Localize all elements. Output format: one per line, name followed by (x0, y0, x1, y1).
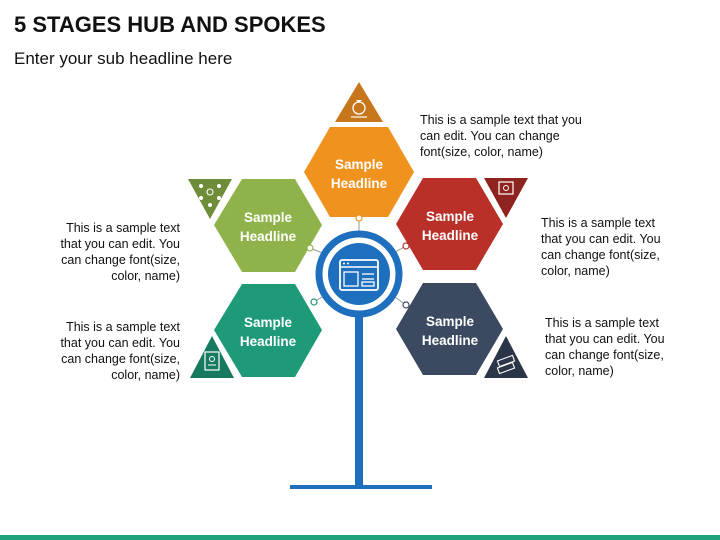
network-icon (188, 179, 232, 219)
stage-1-dot (355, 214, 363, 222)
stage-5-dot (306, 244, 314, 252)
stage-4-dot (310, 298, 318, 306)
stage-4-hexagon (214, 284, 322, 377)
hub (315, 230, 403, 318)
description-stage-3: This is a sample text that you can edit.… (545, 316, 665, 378)
money-bag-icon (335, 82, 383, 122)
stage-2-hexagon (396, 178, 503, 270)
stage-3[interactable]: Sample Headline (396, 283, 503, 375)
stage-2-label-line2: Headline (422, 228, 479, 243)
stage-5[interactable]: Sample Headline (214, 179, 322, 272)
stage-3-label-line1: Sample (426, 314, 475, 329)
page-subtitle: Enter your sub headline here (14, 49, 233, 68)
stage-3-hexagon (396, 283, 503, 375)
stem (355, 300, 363, 488)
bottom-accent-bar (0, 535, 720, 540)
stage-5-label-line1: Sample (244, 210, 293, 225)
stage-2-label-line1: Sample (426, 209, 475, 224)
stage-4-label-line1: Sample (244, 315, 293, 330)
page-title: 5 STAGES HUB AND SPOKES (14, 12, 326, 37)
stage-1-hexagon (304, 127, 414, 217)
map-icon (484, 178, 528, 218)
stage-4[interactable]: Sample Headline (214, 284, 322, 377)
stage-2-dot (402, 242, 410, 250)
stage-5-label-line2: Headline (240, 229, 297, 244)
stage-1-label-line2: Headline (331, 176, 388, 191)
stage-4-label-line2: Headline (240, 334, 297, 349)
stage-3-label-line2: Headline (422, 333, 479, 348)
description-stage-5: This is a sample text that you can edit.… (60, 221, 180, 283)
clipboard-person-icon (190, 336, 234, 378)
browser-window-icon (339, 259, 379, 291)
description-stage-1: This is a sample text that you can edit.… (420, 113, 582, 159)
stage-3-dot (402, 301, 410, 309)
stage-1-label-line1: Sample (335, 157, 384, 172)
stage-2[interactable]: Sample Headline (396, 178, 503, 270)
description-stage-2: This is a sample text that you can edit.… (541, 216, 661, 278)
stage-5-hexagon (214, 179, 322, 272)
stage-1[interactable]: Sample Headline (304, 127, 414, 217)
money-stack-icon (484, 336, 528, 378)
description-stage-4: This is a sample text that you can edit.… (60, 320, 180, 382)
